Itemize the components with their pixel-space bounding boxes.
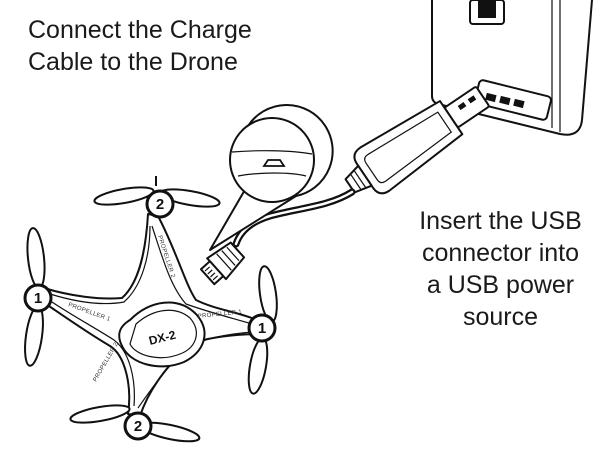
propeller-right	[247, 265, 278, 395]
propeller-badge-top: 2	[145, 189, 175, 219]
propeller-top	[93, 176, 221, 208]
title-line-1: Connect the Charge	[28, 16, 252, 44]
propeller-badge-left: 1	[23, 283, 53, 313]
propeller-bottom	[69, 404, 201, 443]
diagram-title: Connect the Charge Cable to the Drone	[28, 14, 252, 78]
arm-label-bottom: PROPELLER 2	[93, 341, 121, 383]
svg-text:1: 1	[258, 320, 266, 337]
charge-cable	[232, 188, 356, 248]
propeller-badge-right: 1	[247, 313, 277, 343]
drone: DX-2 PROPELLER 2 PROPELLER 1 PROPELLER 1…	[23, 176, 278, 443]
svg-text:1: 1	[34, 290, 42, 307]
micro-usb-plug	[199, 241, 246, 286]
propeller-badge-bottom: 2	[123, 411, 153, 441]
instruction-line-2: connector into	[421, 239, 580, 267]
arm-label-right: PROPELLER 1	[198, 309, 243, 320]
instruction-line-4: source	[462, 303, 539, 331]
svg-text:2: 2	[156, 196, 164, 213]
instruction-line-3: a USB power	[426, 271, 575, 299]
model-label: DX-2	[147, 328, 177, 348]
usb-instruction-text: Insert the USB connector into a USB powe…	[398, 205, 603, 333]
port-detail-callout	[209, 104, 334, 251]
instruction-line-1: Insert the USB	[419, 207, 582, 235]
svg-text:2: 2	[134, 418, 142, 435]
title-line-2: Cable to the Drone	[28, 48, 238, 76]
usb-plug	[344, 86, 490, 195]
